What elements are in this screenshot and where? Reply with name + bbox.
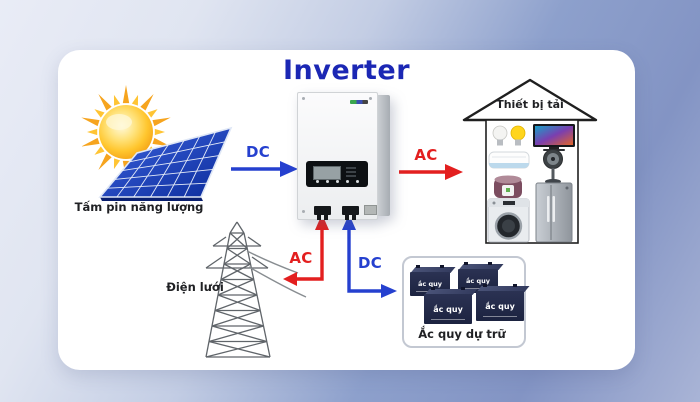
inverter-side-panel — [377, 95, 390, 216]
inverter-led — [346, 175, 356, 177]
ac-label-grid: AC — [289, 249, 313, 267]
inverter-button — [356, 180, 359, 183]
solar-panel-label: Tấm pin năng lượng — [74, 200, 204, 214]
ac-label-load: AC — [414, 146, 438, 164]
battery-label: ắc quy — [465, 277, 491, 285]
dc-connector — [314, 206, 331, 220]
inverter-button — [346, 180, 349, 183]
ac-arrow-inverter-to-load — [399, 164, 463, 180]
solar-panel-icon — [98, 126, 233, 201]
tv-icon — [533, 124, 575, 151]
dc-connector — [342, 206, 359, 220]
transmission-tower-icon — [205, 221, 271, 358]
inverter-front-panel — [297, 92, 378, 220]
load-devices-label: Thiết bị tải — [496, 98, 564, 111]
air-conditioner-icon — [488, 151, 530, 169]
refrigerator-icon — [535, 182, 573, 243]
battery-label: ắc quy — [485, 301, 515, 311]
inverter-device — [297, 92, 392, 220]
inverter-button — [326, 180, 329, 183]
battery-icon: ắc quy — [424, 287, 478, 324]
battery-label: ắc quy — [433, 304, 463, 314]
fan-icon — [543, 149, 563, 184]
washing-machine-icon — [487, 198, 530, 243]
ac-arrow-inverter-grid — [283, 214, 329, 286]
diagram-title: Inverter — [282, 55, 411, 86]
light-bulb-white-icon — [492, 125, 508, 146]
screw-icon — [302, 97, 305, 100]
dc-arrow-solar-to-inverter — [231, 161, 298, 177]
inverter-button — [336, 180, 339, 183]
dc-label-battery: DC — [357, 254, 383, 272]
battery-icon: ắc quy — [476, 284, 530, 321]
power-grid-label: Điện lưới — [166, 280, 224, 294]
battery-label: ắc quy — [417, 280, 443, 288]
inverter-display — [306, 161, 368, 187]
screw-icon — [302, 210, 305, 213]
inverter-brand-logo — [350, 100, 368, 104]
battery-storage-label: Ắc quy dự trữ — [418, 327, 506, 341]
rice-cooker-icon — [494, 175, 522, 198]
inverter-button — [316, 180, 319, 183]
power-lines — [246, 250, 307, 298]
dc-arrow-inverter-battery — [342, 214, 397, 298]
inverter-led — [346, 167, 356, 169]
ac-terminal — [364, 205, 377, 215]
screw-icon — [369, 97, 372, 100]
dc-label-solar: DC — [245, 143, 271, 161]
inverter-lcd-screen — [313, 166, 341, 180]
inverter-led — [346, 171, 356, 173]
light-bulb-yellow-icon — [510, 125, 526, 146]
